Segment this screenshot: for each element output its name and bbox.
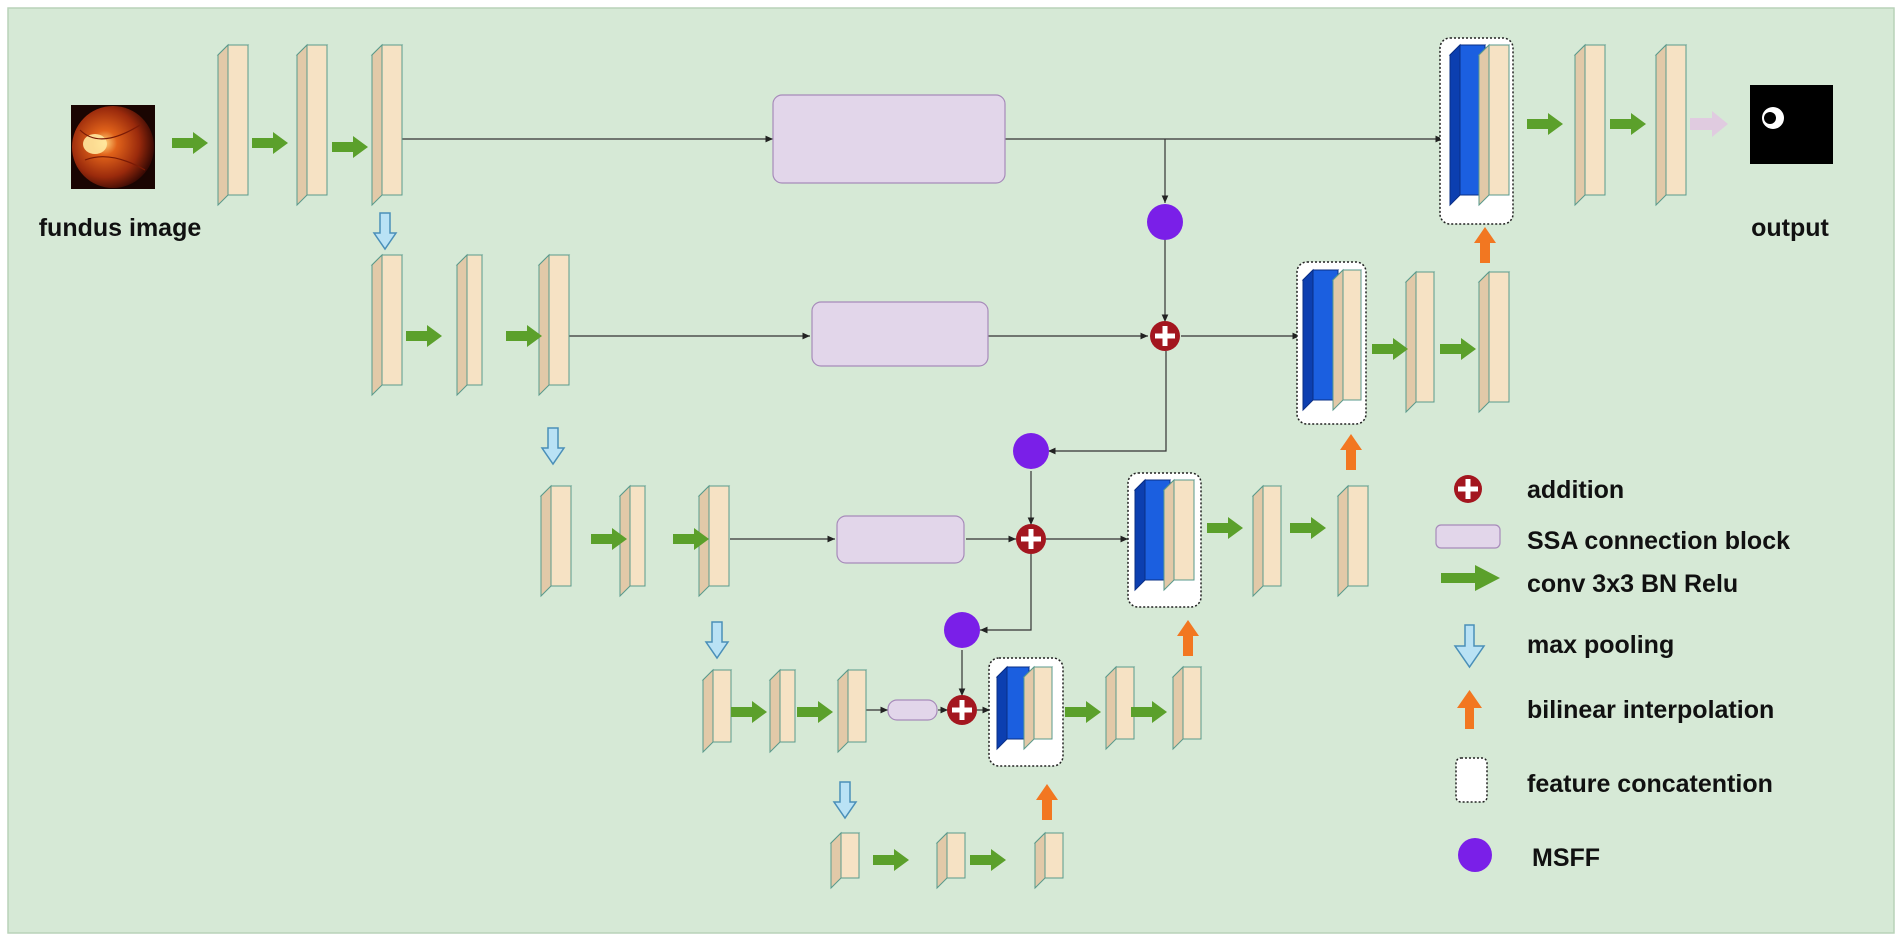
- ssa-block: [836, 515, 965, 564]
- dec1-skip-map: [1477, 43, 1511, 207]
- input-label: fundus image: [39, 214, 202, 242]
- enc2-map-1: [370, 253, 404, 397]
- dec2-skip-map: [1331, 268, 1363, 412]
- bottleneck-map-3: [1033, 831, 1065, 890]
- fusion-nodes: [944, 204, 1183, 725]
- bilinear-arrow: [1177, 620, 1199, 656]
- legend-label-msff: MSFF: [1532, 844, 1600, 872]
- skip-connections: [400, 135, 1443, 714]
- conv-arrow: [1065, 701, 1101, 723]
- conv-arrow: [1527, 113, 1563, 135]
- enc2-map-3: [537, 253, 571, 397]
- bottleneck-map-1: [829, 831, 861, 890]
- enc3-map-2: [618, 484, 647, 598]
- addition-node: [1016, 524, 1046, 554]
- conv-arrow: [506, 325, 542, 347]
- enc3-map-1: [539, 484, 573, 598]
- conv-arrow: [332, 136, 368, 158]
- legend-label-max-pooling: max pooling: [1527, 631, 1674, 659]
- connector-line: [1048, 351, 1167, 455]
- bilinear-arrow-icon: [1457, 690, 1482, 729]
- max-pooling-arrow: [372, 212, 398, 251]
- enc2-map-2: [455, 253, 484, 397]
- dec3-map-3: [1336, 484, 1370, 598]
- conv-arrow: [406, 325, 442, 347]
- conv-arrow: [172, 132, 208, 154]
- dec3-map-2: [1251, 484, 1283, 598]
- max-pooling-arrow: [540, 427, 566, 466]
- dec1-map-2: [1573, 43, 1607, 207]
- conv-arrow: [970, 849, 1006, 871]
- addition-node: [947, 695, 977, 725]
- feature-maps: [216, 43, 1688, 890]
- enc1-map-2: [295, 43, 329, 207]
- dec4-skip-map: [1022, 665, 1054, 751]
- enc4-map-2: [768, 668, 797, 754]
- legend-label-bilinear: bilinear interpolation: [1527, 696, 1774, 724]
- enc1-map-1: [216, 43, 250, 207]
- legend: addition SSA connection block conv 3x3 B…: [1435, 475, 1790, 872]
- addition-icon: [1454, 475, 1482, 503]
- max-pooling-arrow: [704, 621, 730, 660]
- bottleneck-map-2: [935, 831, 967, 890]
- conv-arrow: [797, 701, 833, 723]
- conv-arrow-icon: [1441, 565, 1500, 591]
- output-label: output: [1751, 214, 1829, 242]
- conv-arrow: [1207, 517, 1243, 539]
- enc4-map-1: [701, 668, 733, 754]
- dec3-skip-map: [1162, 478, 1196, 592]
- conv-arrow: [873, 849, 909, 871]
- enc1-map-3: [370, 43, 404, 207]
- msff-node: [944, 612, 980, 648]
- conv-arrow: [673, 528, 709, 550]
- ssa-connection-blocks: [772, 94, 1006, 721]
- conv-arrow: [731, 701, 767, 723]
- conv-arrow: [591, 528, 627, 550]
- conv-arrow: [1131, 701, 1167, 723]
- msff-node: [1013, 433, 1049, 469]
- conv-arrow: [1290, 517, 1326, 539]
- ssa-block: [811, 301, 989, 367]
- dec2-map-2: [1404, 270, 1436, 414]
- dec4-map-3: [1171, 665, 1203, 751]
- dec4-map-2: [1104, 665, 1136, 751]
- dec2-map-3: [1477, 270, 1511, 414]
- ssa-block: [887, 699, 938, 721]
- legend-label-addition: addition: [1527, 476, 1624, 504]
- enc4-map-3: [836, 668, 868, 754]
- conv-arrow: [1372, 338, 1408, 360]
- max-pooling-arrow: [832, 781, 858, 820]
- output-arrow: [1690, 111, 1728, 137]
- legend-label-conv: conv 3x3 BN Relu: [1527, 570, 1738, 598]
- connector-line: [980, 554, 1032, 634]
- msff-circle-icon: [1458, 838, 1492, 872]
- addition-node: [1150, 321, 1180, 351]
- fundus-image: [71, 105, 155, 189]
- msff-node: [1147, 204, 1183, 240]
- conv-arrow: [252, 132, 288, 154]
- legend-label-concat: feature concatention: [1527, 770, 1773, 798]
- bilinear-arrow: [1340, 434, 1362, 470]
- dec1-map-3: [1654, 43, 1688, 207]
- conv-arrow: [1610, 113, 1646, 135]
- max-pooling-arrow-icon: [1453, 624, 1486, 669]
- ssa-block-icon: [1435, 524, 1501, 549]
- bilinear-arrow: [1036, 784, 1058, 820]
- concat-box-icon: [1455, 757, 1488, 803]
- ssa-block: [772, 94, 1006, 184]
- legend-label-ssa: SSA connection block: [1527, 527, 1790, 555]
- operation-arrows: [172, 111, 1728, 871]
- conv-arrow: [1440, 338, 1476, 360]
- output-mask: [1750, 85, 1833, 164]
- bilinear-arrow: [1474, 227, 1496, 263]
